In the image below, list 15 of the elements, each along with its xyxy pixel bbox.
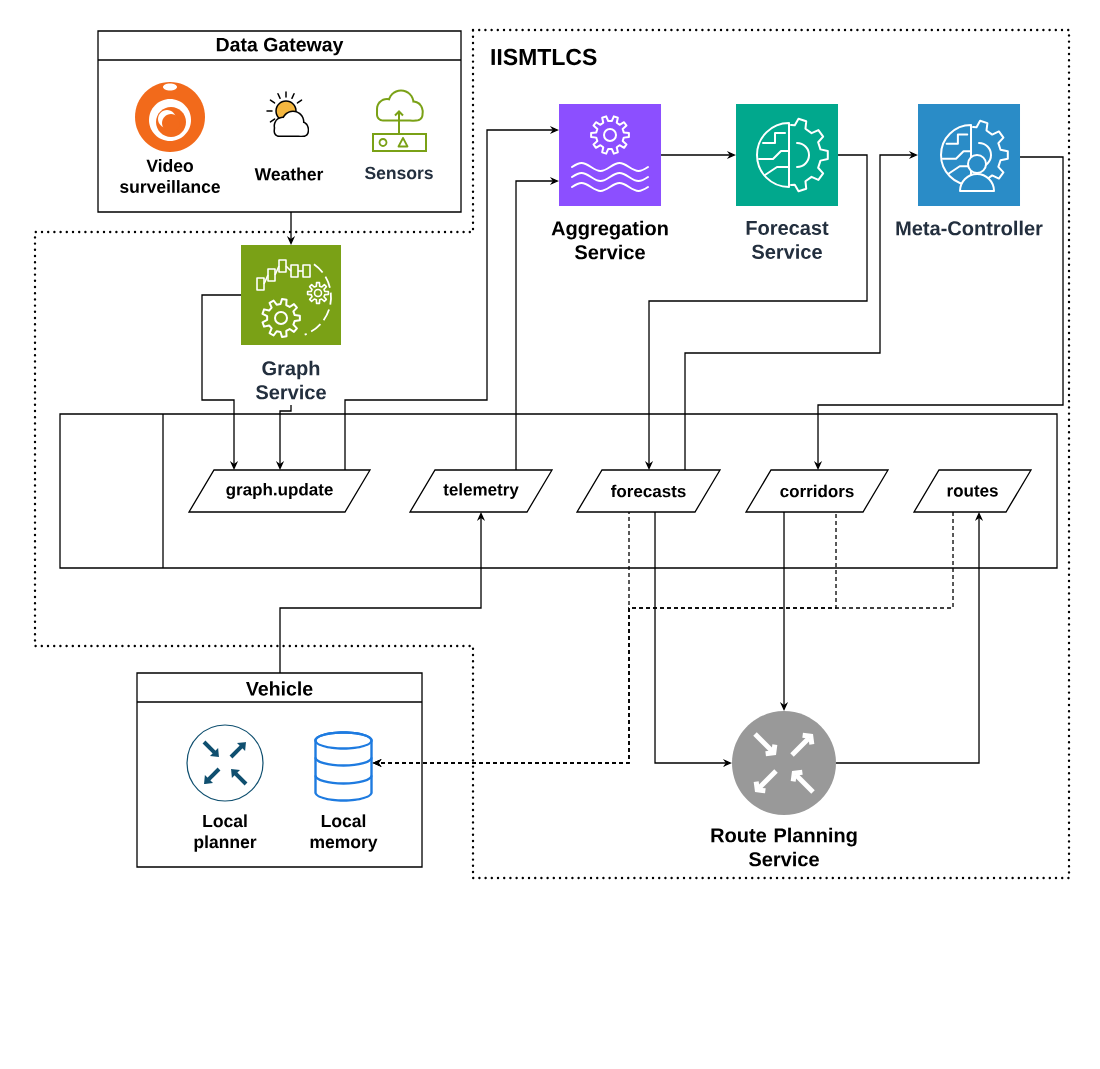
node-label: Local planner	[194, 814, 257, 852]
node-label: Aggregation Service	[551, 220, 668, 260]
arrow	[684, 150, 918, 471]
node-label: Route Planning Service	[711, 827, 857, 867]
arrow	[515, 176, 559, 471]
node-label: Local memory	[310, 814, 378, 852]
node-label: Video surveillance	[120, 159, 220, 193]
node-label: Sensors	[365, 166, 433, 180]
node-label: Graph Service	[256, 360, 326, 400]
node-label: Forecast Service	[746, 221, 829, 259]
arrow	[201, 294, 242, 470]
node-label: Weather	[254, 167, 324, 181]
node-label: Meta-Controller	[896, 220, 1043, 236]
arrow	[344, 125, 559, 471]
container-box	[59, 413, 1058, 569]
